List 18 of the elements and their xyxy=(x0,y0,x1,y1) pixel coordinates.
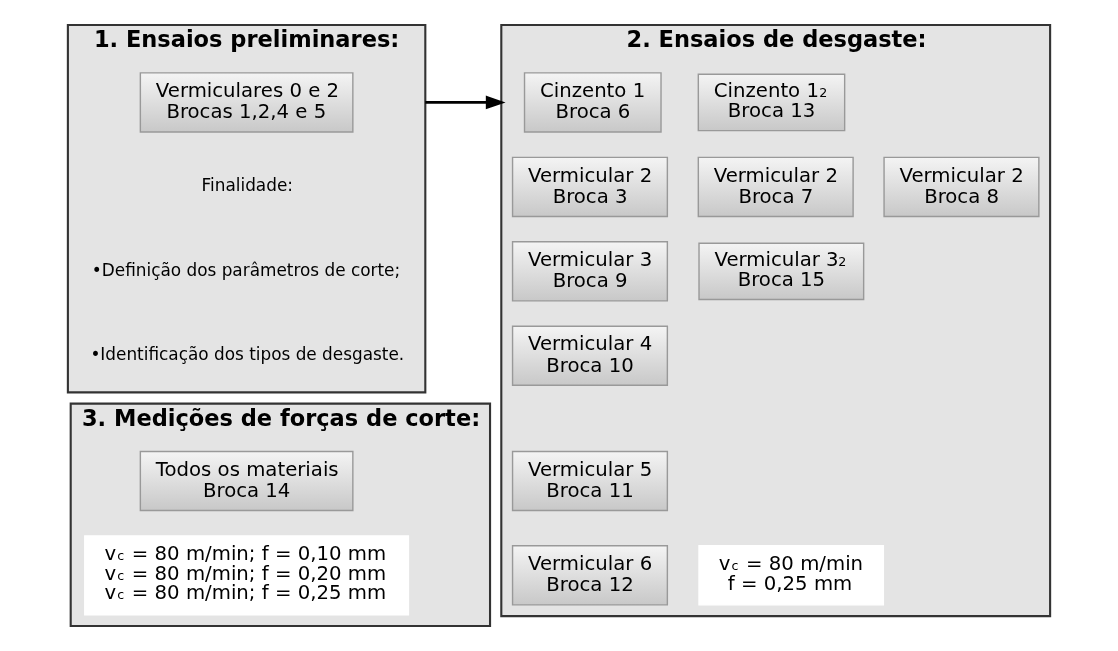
arrow xyxy=(425,95,506,110)
node-box: vc = 80 m/min; f = 0,10 mm vc = 80 m/min; f = 0,20 mm vc = 80 m/min; f = 0,25 mm xyxy=(84,535,410,616)
label: Finalidade: xyxy=(201,175,293,196)
node-box: vc = 80 m/min f = 0,25 mm xyxy=(698,545,885,606)
node-box: Vermicular 6 Broca 12 xyxy=(511,545,669,606)
node-box: Vermicular 3 Broca 9 xyxy=(511,241,669,302)
node-box: Vermiculares 0 e 2 Brocas 1,2,4 e 5 xyxy=(139,72,354,133)
node-box: Cinzento 12 Broca 13 xyxy=(697,73,846,132)
label: •Definição dos parâmetros de corte; xyxy=(91,259,401,280)
node-box: Vermicular 2 Broca 8 xyxy=(883,156,1040,218)
node-box: Vermicular 32 Broca 15 xyxy=(698,242,865,301)
node-box: Vermicular 2 Broca 3 xyxy=(511,156,669,218)
node-box: Todos os materiais Broca 14 xyxy=(139,450,354,512)
node-box: Cinzento 1 Broca 6 xyxy=(523,72,662,133)
node-box: Vermicular 4 Broca 10 xyxy=(511,325,669,386)
label: •Identificação dos tipos de desgaste. xyxy=(90,344,405,365)
node-box: Vermicular 2 Broca 7 xyxy=(697,156,854,218)
node-box: Vermicular 5 Broca 11 xyxy=(511,450,669,512)
